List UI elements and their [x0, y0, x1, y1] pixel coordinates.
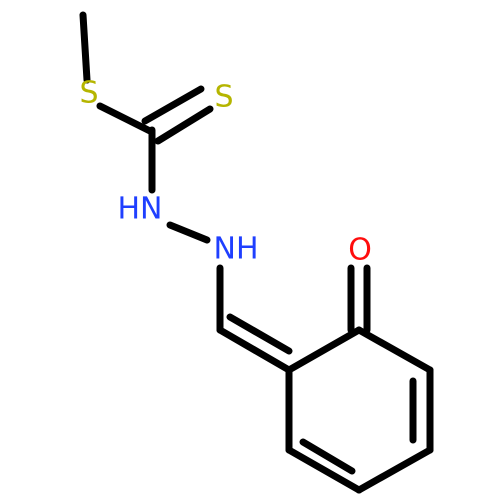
bonds — [79, 11, 434, 494]
bond-n-n — [166, 221, 211, 244]
bond-ring-c4-c5 — [355, 446, 434, 494]
bond-ring-c5-c6-a — [285, 446, 363, 494]
nitrogen-upper-label: HN — [118, 192, 163, 227]
nitrogen-lower-label: NH — [214, 232, 259, 267]
oxygen-label: O — [348, 233, 372, 268]
sulfur-methyl-label: S — [79, 76, 98, 111]
bond-ring-c2-c3 — [355, 326, 434, 374]
atom-labels: S S HN NH O — [79, 76, 371, 268]
bond-s-c — [96, 102, 156, 136]
sulfur-thione-label: S — [214, 80, 233, 115]
bond-c-s-double-a — [141, 85, 205, 125]
bond-ch-c-double-a — [216, 326, 293, 374]
bond-methyl-s — [79, 11, 91, 84]
bond-ring-c1-c2 — [285, 326, 363, 374]
bond-c-s-double-b — [154, 105, 214, 145]
bond-ch-c-double-b — [226, 313, 293, 355]
bond-ring-c5-c6-b — [299, 438, 356, 475]
